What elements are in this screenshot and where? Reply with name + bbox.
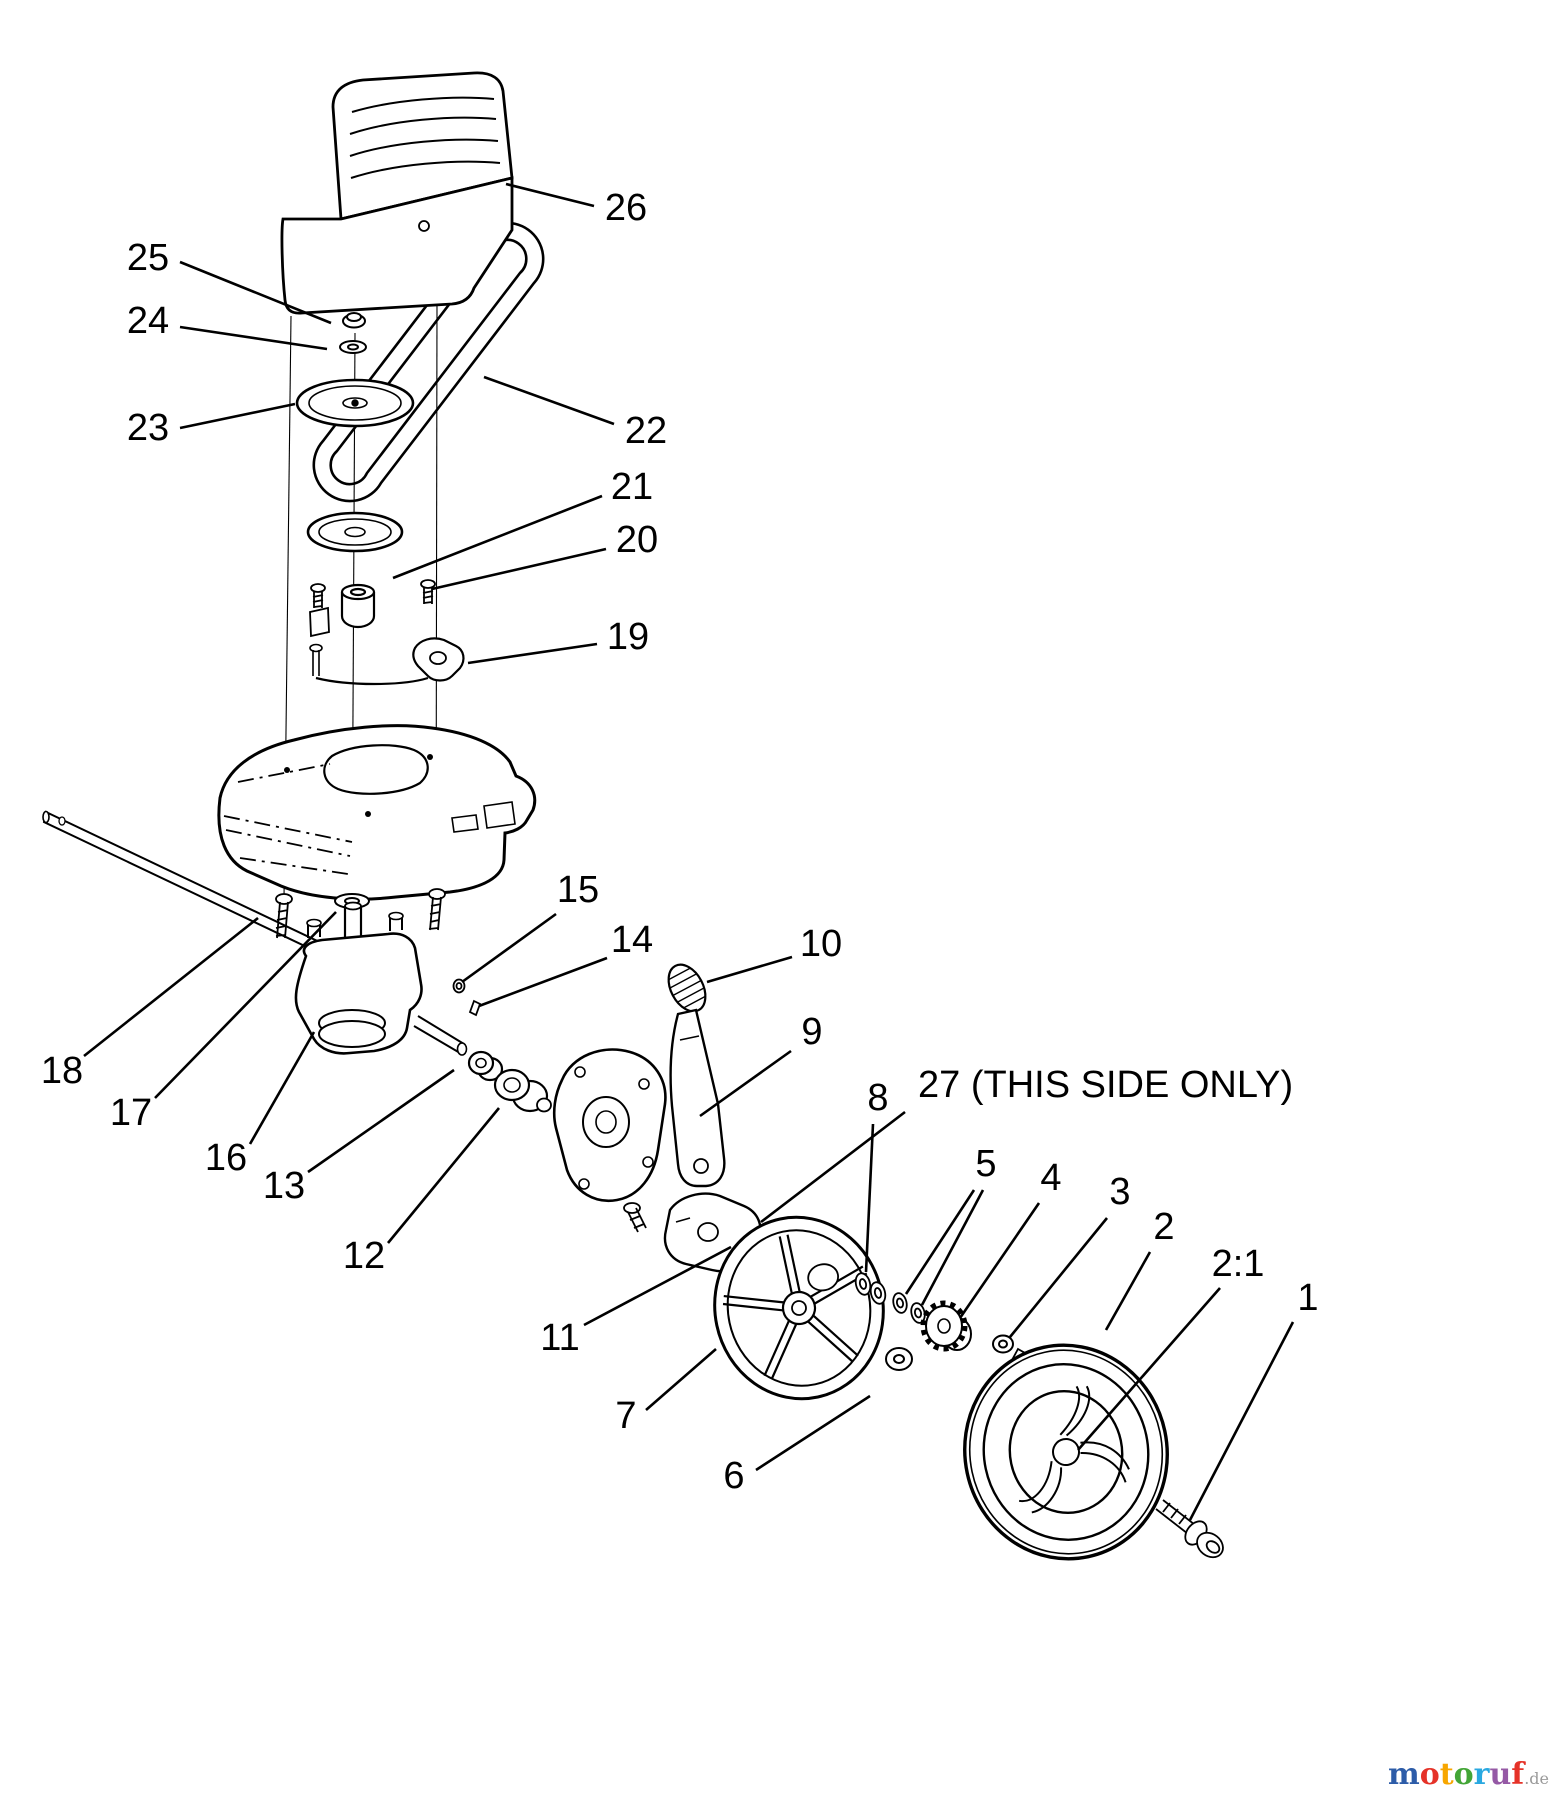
leader-line-10 (706, 955, 793, 984)
engine-cover (280, 71, 514, 315)
bushing (467, 1050, 504, 1082)
watermark: motoruf.de (1388, 1757, 1549, 1792)
part-label-15: 15 (557, 869, 599, 911)
watermark-letter: f (1511, 1757, 1525, 1792)
part-label-1: 1 (1297, 1277, 1318, 1319)
part-label-16: 16 (205, 1137, 247, 1179)
part-label-17: 17 (110, 1092, 152, 1134)
leader-line-3 (1008, 1217, 1109, 1338)
axle-washer (992, 1334, 1014, 1354)
part-label-7: 7 (615, 1395, 636, 1437)
part-label-4: 4 (1040, 1157, 1061, 1199)
leader-line-15 (461, 912, 557, 984)
part-label-24: 24 (127, 300, 169, 342)
leader-line-25 (179, 260, 332, 325)
leader-line-11 (583, 1245, 732, 1327)
part-label-2-1: 2:1 (1212, 1243, 1265, 1285)
part-label-12: 12 (343, 1235, 385, 1277)
spacer-washers (854, 1272, 926, 1324)
leader-line-18 (83, 916, 259, 1058)
leader-line-24 (179, 325, 328, 351)
watermark-letter: t (1439, 1757, 1454, 1792)
cable-bracket (309, 606, 465, 686)
washer-24 (339, 340, 367, 354)
leader-line-2-1 (1077, 1287, 1221, 1451)
spindle-pulley-lower (306, 511, 404, 553)
part-label-25: 25 (127, 237, 169, 279)
flange-nut (342, 312, 366, 329)
wheel-bolt (1155, 1499, 1224, 1559)
spacer (340, 583, 376, 629)
watermark-letter: o (1419, 1757, 1440, 1792)
leader-line-6 (755, 1394, 871, 1472)
part-label-10: 10 (800, 923, 842, 965)
leader-line-21 (392, 494, 603, 580)
spindle-pulley-upper (295, 378, 415, 428)
leader-line-8 (864, 1123, 875, 1273)
gear-cover-plate (552, 1048, 667, 1203)
leader-line-13 (307, 1068, 455, 1174)
part-label-13: 13 (263, 1165, 305, 1207)
part-label-20: 20 (616, 519, 658, 561)
leader-line-20 (431, 547, 607, 591)
part-label-19: 19 (607, 616, 649, 658)
leader-line-22 (483, 375, 615, 426)
leader-line-26 (505, 182, 595, 208)
part-label-14: 14 (611, 919, 653, 961)
part-label-26: 26 (605, 187, 647, 229)
leader-line-23 (179, 402, 296, 430)
front-wheel (713, 1215, 885, 1401)
leader-line-12 (386, 1107, 501, 1244)
part-label-27: 27 (THIS SIDE ONLY) (918, 1064, 1293, 1106)
leader-line-19 (467, 642, 598, 665)
leader-line-2 (1104, 1251, 1152, 1331)
leader-line-1 (1188, 1321, 1295, 1521)
part-label-6: 6 (723, 1455, 744, 1497)
mounting-screw-right (420, 579, 436, 604)
watermark-letter: u (1489, 1757, 1512, 1792)
drive-pulley (493, 1068, 552, 1113)
cover-bolt-left (275, 893, 293, 939)
watermark-letter: r (1473, 1757, 1490, 1792)
part-label-3: 3 (1109, 1171, 1130, 1213)
part-label-8: 8 (867, 1077, 888, 1119)
mounting-screw-left (310, 583, 326, 608)
leader-line-17 (154, 911, 337, 1099)
watermark-letter: o (1453, 1757, 1474, 1792)
lever-grip (667, 963, 707, 1013)
rear-wheel (963, 1343, 1169, 1561)
leader-line-27 (760, 1110, 906, 1224)
cover-bolt-right (428, 888, 446, 931)
hub-washer (885, 1347, 913, 1371)
part-label-18: 18 (41, 1050, 83, 1092)
thrust-washer (452, 978, 466, 994)
plate-screw (623, 1202, 647, 1233)
transmission-cover (217, 724, 537, 901)
part-label-21: 21 (611, 466, 653, 508)
part-label-11: 11 (540, 1317, 579, 1359)
leader-line-5 (904, 1189, 976, 1295)
part-label-5: 5 (975, 1143, 996, 1185)
leader-line-14 (478, 956, 608, 1008)
part-label-2: 2 (1153, 1206, 1174, 1248)
leader-line-9 (699, 1049, 792, 1118)
watermark-suffix: .de (1524, 1769, 1549, 1788)
gearbox (294, 901, 468, 1056)
leader-line-5 (920, 1189, 985, 1306)
part-label-9: 9 (801, 1011, 822, 1053)
shift-lever (669, 1008, 726, 1188)
leader-line-16 (248, 1031, 316, 1145)
pinion-gear (920, 1300, 972, 1352)
leader-line-7 (645, 1348, 717, 1411)
part-label-23: 23 (127, 407, 169, 449)
leader-line-4 (958, 1202, 1041, 1319)
watermark-letter: m (1388, 1757, 1420, 1792)
part-label-22: 22 (625, 410, 667, 452)
roll-pin (468, 999, 482, 1017)
